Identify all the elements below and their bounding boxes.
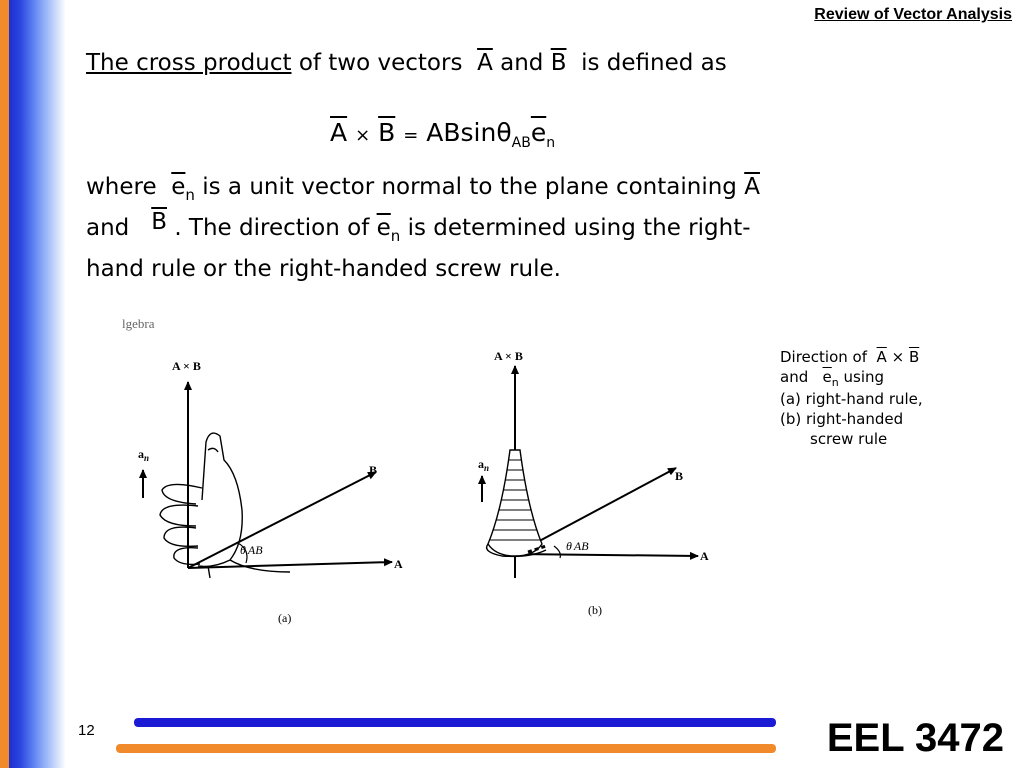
times-symbol: × [355,125,371,146]
direction-line: and B . The direction of en is determine… [86,211,751,244]
footer-blue-line [134,718,776,727]
axb-label: A × B [494,349,523,363]
theta-letter: θ [240,543,246,557]
formula-e-sub: n [546,135,556,151]
figure-caption: Direction of A × B and en using (a) righ… [780,347,923,449]
unit-vector-e: e [171,174,186,200]
vector-b: B [151,209,167,235]
an-label: an [138,447,149,463]
unit-vector-sub: n [185,186,195,204]
vector-a: A [744,174,760,200]
caption-unit-vector-sub: n [831,376,839,389]
footer-orange-line [116,744,776,753]
term-cross-product: The cross product [86,50,292,76]
an-letter: a [138,447,144,461]
b-vector [514,467,677,555]
unit-vector-e: e [376,215,391,241]
theta-sub: AB [247,543,263,557]
caption-unit-vector: e [822,368,832,386]
a-label: A [700,549,709,563]
caption-vector-b: B [908,348,920,366]
formula-e: e [530,118,547,147]
screw-drawing [485,449,547,558]
text: is determined using the right- [407,215,751,241]
hand-drawing [159,432,291,579]
text: of two vectors [298,50,463,76]
an-sub: n [144,453,149,463]
an-label: an [478,457,489,473]
vector-a: A [477,50,493,76]
formula-ab: AB [426,118,461,147]
rule-line: hand rule or the right-handed screw rule… [86,256,561,282]
caption-line-2: and en using [780,367,923,389]
equals-symbol: = [403,125,419,146]
panel-b-label: (b) [588,603,602,617]
caption-line-1: Direction of A × B [780,347,923,367]
text: where [86,174,157,200]
vector-b: B [550,50,567,76]
header-title: Review of Vector Analysis [814,6,1012,23]
axb-label: A × B [172,359,201,373]
formula-theta-sub: AB [511,135,531,151]
angle-arc [553,545,561,559]
caption-line-5: screw rule [810,430,888,448]
an-letter: a [478,457,484,471]
course-code: EEL 3472 [826,716,1004,760]
caption-vector-a: A [876,348,887,366]
unit-vector-line: where en is a unit vector normal to the … [86,174,760,203]
angle-arc [237,542,248,564]
cross-product-formula: A × B = ABsinθABen [330,118,555,151]
panel-a-label: (a) [278,611,291,625]
caption-text: Direction of [780,348,867,366]
theta-sub: AB [573,539,589,553]
text: . The direction of [174,215,370,241]
caption-times: × [891,348,905,366]
text: and [500,50,544,76]
formula-theta: θ [496,118,512,147]
theta-letter: θ [566,539,572,553]
formula-b: B [378,118,396,147]
a-vector [514,551,699,560]
definition-line: The cross product of two vectors A and B… [86,52,727,75]
a-vector [187,558,393,569]
a-label: A [394,557,403,571]
caption-line-3: (a) right-hand rule, [780,390,923,408]
text: and [86,215,130,241]
stray-text: lgebra [122,316,155,331]
caption-text: using [843,368,885,386]
text: is defined as [581,50,727,76]
unit-vector-sub: n [390,227,401,245]
caption-line-4: (b) right-handed [780,410,904,428]
page-number: 12 [78,722,95,739]
formula-a: A [330,118,348,147]
b-label: B [675,469,683,483]
caption-text: and [780,368,809,386]
left-decorative-bar [0,0,66,768]
formula-sin: sin [460,118,497,147]
an-sub: n [484,463,489,473]
b-vector [187,471,377,569]
b-label: B [369,463,377,477]
text: is a unit vector normal to the plane con… [202,174,737,200]
